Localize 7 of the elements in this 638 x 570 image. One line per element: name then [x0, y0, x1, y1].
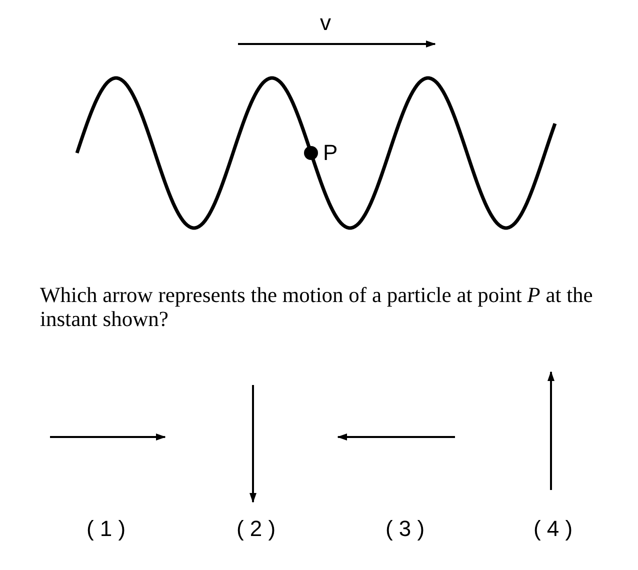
point-label: P: [323, 142, 338, 164]
choice-label: ( 3 ): [385, 518, 425, 540]
choice-label: ( 2 ): [236, 518, 276, 540]
choice-label: ( 1 ): [86, 518, 126, 540]
choice-label: ( 4 ): [533, 518, 573, 540]
question-text: Which arrow represents the motion of a particle at point P at the instant shown?: [40, 283, 594, 332]
velocity-label: v: [320, 12, 331, 34]
